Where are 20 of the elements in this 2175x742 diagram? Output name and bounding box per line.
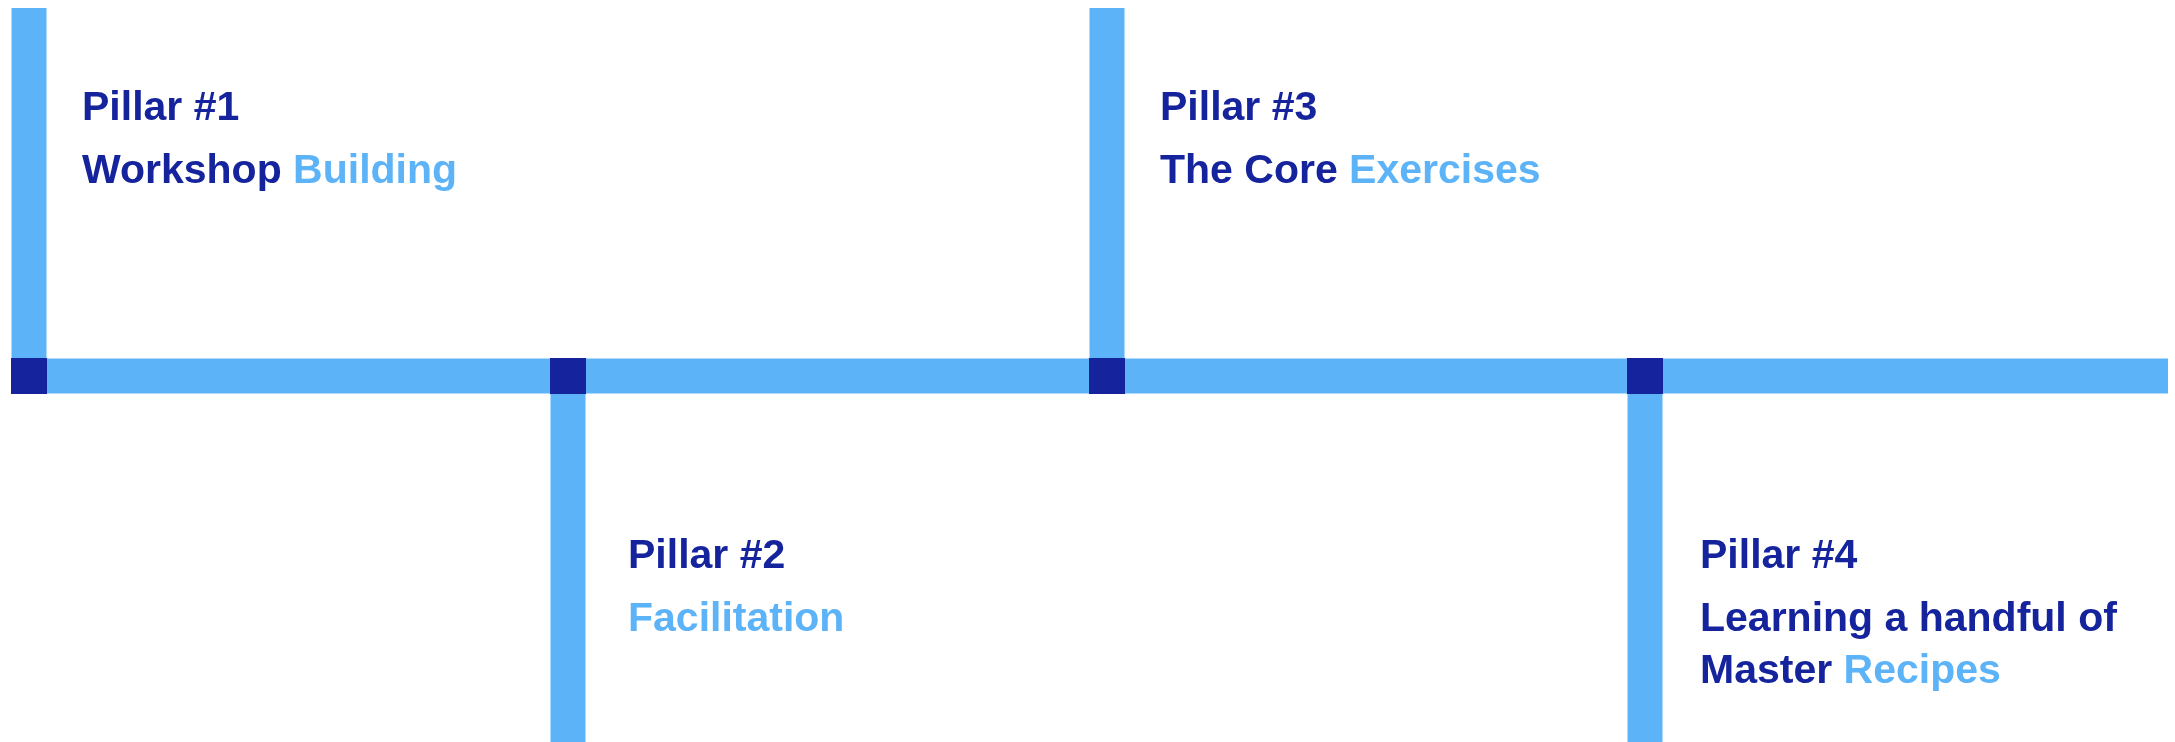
junction-marker	[11, 358, 47, 394]
timeline-segment	[586, 358, 1089, 394]
timeline-segment	[1663, 358, 2168, 394]
timeline-segment	[1125, 358, 1627, 394]
vertical-bar	[1089, 8, 1125, 358]
vertical-bar	[1627, 394, 1663, 742]
pillar-title: Learning a handful of Master Recipes	[1700, 593, 2118, 694]
pillar-heading: Pillar #1	[82, 82, 240, 131]
pillar-heading: Pillar #3	[1160, 82, 1318, 131]
junction-marker	[1627, 358, 1663, 394]
vertical-bar	[11, 8, 47, 358]
pillar-title: Workshop Building	[82, 145, 458, 194]
junction-marker	[1089, 358, 1125, 394]
vertical-bar	[550, 394, 586, 742]
junction-marker	[550, 358, 586, 394]
timeline-segment	[47, 358, 550, 394]
pillar-heading: Pillar #4	[1700, 530, 1858, 579]
pillar-heading: Pillar #2	[628, 530, 786, 579]
pillar-title: The Core Exercises	[1160, 145, 1541, 194]
pillar-title: Facilitation	[628, 593, 845, 642]
